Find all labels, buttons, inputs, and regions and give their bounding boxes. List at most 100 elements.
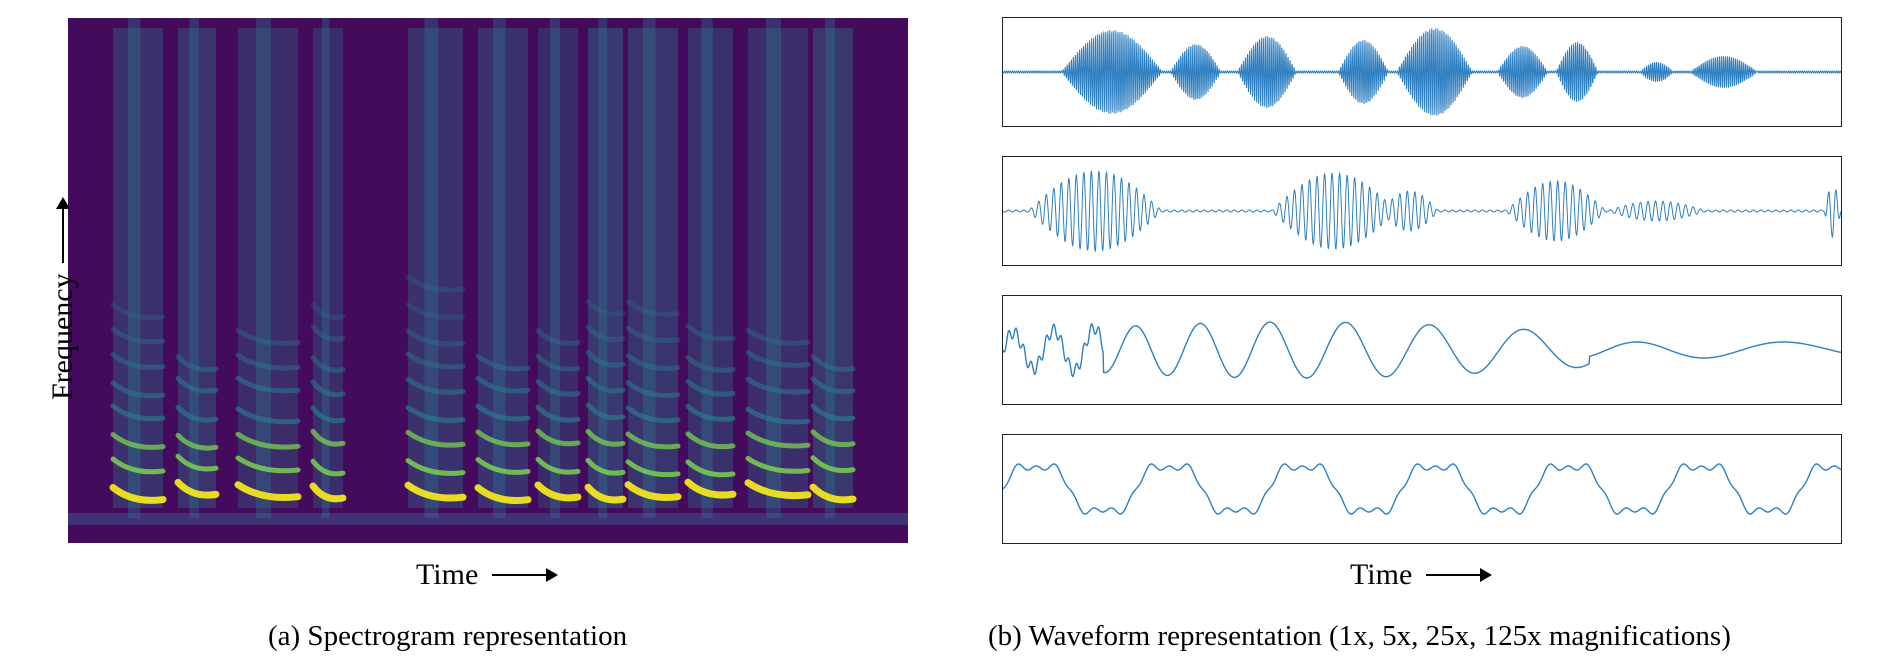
spectrogram-burst — [748, 28, 808, 508]
spectrogram-harmonic — [175, 432, 219, 451]
waveform-125x-trace — [1003, 463, 1841, 515]
spectrogram-harmonic — [685, 354, 736, 373]
spectrogram-harmonic — [235, 406, 301, 425]
spectrogram-harmonic — [685, 431, 736, 450]
spectrogram-harmonic — [175, 354, 219, 373]
spectrogram-harmonic — [685, 459, 736, 478]
spectrogram-harmonic — [624, 481, 682, 501]
spectrogram-x-axis-label: Time — [416, 558, 559, 592]
spectrogram-harmonic — [810, 429, 856, 448]
spectrogram-harmonic — [745, 327, 811, 346]
spectrogram-harmonic — [235, 455, 301, 474]
spectrogram-harmonic — [585, 349, 626, 368]
spectrogram-harmonic — [745, 376, 811, 395]
spectrogram-harmonic — [685, 323, 736, 342]
spectrogram-harmonic — [585, 402, 626, 421]
spectrogram-harmonic — [175, 375, 219, 394]
spectrogram-burst — [238, 28, 298, 508]
spectrogram-harmonic — [474, 484, 532, 504]
spectrogram-harmonic — [585, 324, 626, 343]
spectrogram-harmonic — [625, 431, 681, 450]
spectrogram-harmonic — [405, 376, 466, 395]
spectrogram-harmonic — [405, 458, 466, 476]
spectrogram-harmonic — [585, 428, 626, 447]
spectrogram-harmonic — [235, 375, 301, 394]
spectrogram-striation — [825, 18, 835, 518]
spectrogram-panel: Frequency Time (a) Spectrogram represent… — [0, 0, 930, 663]
spectrogram-harmonic — [475, 353, 531, 372]
spectrogram-burst — [813, 28, 853, 508]
spectrogram-harmonic — [475, 457, 531, 475]
waveform-caption: (b) Waveform representation (1x, 5x, 25x… — [988, 620, 1731, 652]
spectrogram-harmonic — [535, 404, 581, 423]
spectrogram-harmonic — [585, 375, 626, 394]
spectrogram-burst — [588, 28, 623, 508]
spectrogram-harmonic — [405, 405, 466, 423]
frequency-label: Frequency — [46, 273, 79, 400]
spectrogram-striation — [189, 18, 199, 518]
spectrogram-harmonic — [625, 459, 681, 478]
spectrogram-harmonic — [475, 403, 531, 422]
waveform-25x-trace — [1003, 321, 1841, 379]
spectrogram-plot — [68, 18, 908, 525]
spectrogram-harmonic — [625, 405, 681, 424]
spectrogram-harmonic — [625, 380, 681, 398]
spectrogram-harmonic — [535, 456, 581, 475]
spectrogram-harmonic — [744, 479, 812, 500]
spectrogram-striation — [493, 18, 506, 518]
spectrogram-harmonic — [625, 325, 681, 344]
spectrogram-harmonic — [109, 484, 167, 504]
spectrogram-harmonic — [535, 328, 581, 346]
spectrogram-harmonic — [405, 429, 466, 448]
spectrogram-harmonic — [404, 481, 467, 502]
spectrogram-harmonic — [745, 406, 811, 425]
spectrogram-harmonic — [810, 403, 856, 422]
spectrogram-burst — [178, 28, 216, 508]
spectrogram-striation — [322, 18, 330, 518]
time-arrow-icon — [1426, 568, 1493, 582]
spectrogram-burst — [628, 28, 678, 508]
spectrogram-harmonic — [475, 375, 531, 394]
spectrogram-harmonic — [535, 428, 581, 447]
spectrogram-striation — [550, 18, 560, 518]
waveform-panel: Time (b) Waveform representation (1x, 5x… — [960, 0, 1900, 663]
spectrogram-harmonic — [234, 481, 302, 501]
time-label: Time — [1350, 558, 1413, 591]
spectrogram-harmonic — [310, 355, 346, 373]
spectrogram-harmonic — [584, 483, 627, 504]
spectrogram-harmonic — [110, 432, 166, 450]
waveform-plot-125x — [1002, 434, 1842, 544]
spectrogram-harmonic — [685, 378, 736, 397]
spectrogram-harmonic — [110, 302, 166, 321]
spectrogram-burst — [688, 28, 733, 508]
spectrogram-harmonic — [625, 353, 681, 371]
waveform-1x-trace — [1003, 28, 1841, 116]
waveform-x-axis-label: Time — [1350, 558, 1493, 592]
spectrogram-striation — [701, 18, 713, 518]
spectrogram-harmonic — [585, 299, 626, 317]
spectrogram-burst — [313, 28, 343, 508]
spectrogram-harmonic — [110, 456, 166, 475]
spectrogram-harmonic — [310, 428, 346, 447]
time-label: Time — [416, 558, 479, 591]
spectrogram-burst — [408, 28, 463, 508]
spectrogram-harmonic — [310, 379, 346, 398]
spectrogram-harmonic — [405, 351, 466, 370]
spectrogram-harmonic — [310, 323, 346, 342]
spectrogram-noise-band — [68, 513, 908, 525]
spectrogram-burst — [113, 28, 163, 508]
spectrogram-burst — [538, 28, 578, 508]
spectrogram-harmonic — [809, 483, 857, 504]
spectrogram-harmonic — [810, 354, 856, 372]
spectrogram-harmonic — [175, 404, 219, 423]
spectrogram-harmonic — [535, 353, 581, 372]
spectrogram-harmonic — [235, 328, 301, 346]
spectrogram-harmonic — [535, 378, 581, 397]
spectrogram-harmonic — [810, 455, 856, 474]
spectrogram-harmonic — [475, 429, 531, 448]
spectrogram-harmonic — [585, 457, 626, 476]
spectrogram-harmonic — [810, 376, 856, 395]
spectrogram-striation — [256, 18, 271, 518]
spectrogram-harmonic — [310, 405, 346, 424]
spectrogram-harmonic — [745, 430, 811, 449]
